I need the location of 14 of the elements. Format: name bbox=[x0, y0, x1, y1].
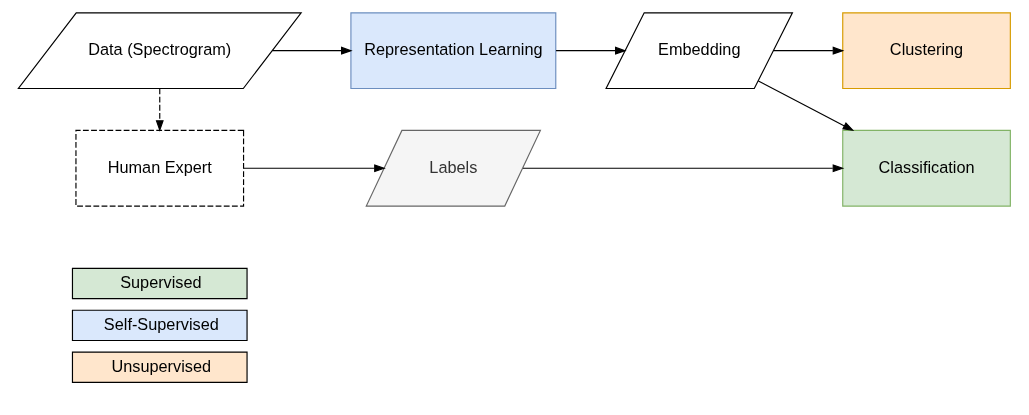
node-box: Classification bbox=[842, 129, 1011, 207]
node-box: Human Expert bbox=[75, 129, 245, 207]
arrow bbox=[757, 80, 855, 132]
legend-label: Unsupervised bbox=[111, 356, 212, 375]
arrow bbox=[155, 87, 164, 132]
node-box: Clustering bbox=[842, 12, 1011, 90]
node-box: Representation Learning bbox=[350, 12, 557, 90]
arrow bbox=[243, 164, 386, 173]
legend-label: Self-Supervised bbox=[103, 314, 219, 333]
legend-label: Supervised bbox=[120, 272, 202, 291]
arrow bbox=[522, 164, 845, 173]
arrow bbox=[271, 46, 353, 55]
arrow bbox=[772, 46, 845, 55]
arrow bbox=[555, 46, 627, 55]
